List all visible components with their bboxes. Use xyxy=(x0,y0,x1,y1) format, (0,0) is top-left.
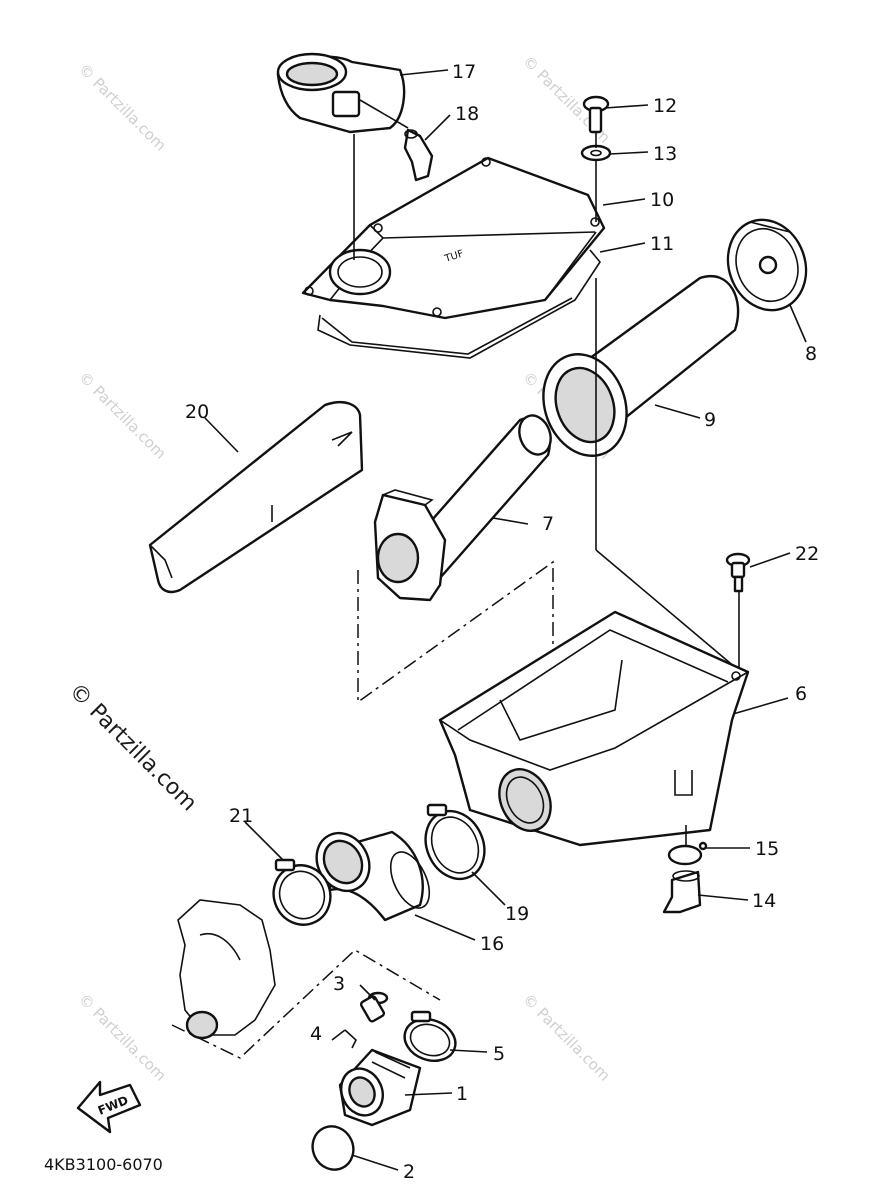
intake-duct xyxy=(276,52,409,134)
air-box-seal xyxy=(317,249,601,359)
callout-12: 12 xyxy=(653,95,677,117)
callout-9: 9 xyxy=(704,409,716,431)
drain-hose xyxy=(662,870,702,914)
callout-20: 20 xyxy=(185,401,209,423)
callout-7: 7 xyxy=(542,513,554,535)
screw xyxy=(582,95,610,134)
leader-lines xyxy=(204,69,807,1171)
callout-10: 10 xyxy=(650,189,674,211)
callout-13: 13 xyxy=(653,143,677,165)
callout-11: 11 xyxy=(650,233,674,255)
air-box-cover: TUF xyxy=(301,156,606,320)
drain-clip xyxy=(667,841,708,866)
hose-clamp xyxy=(272,858,332,926)
watermark: © Partzilla.com xyxy=(75,60,170,155)
callout-21: 21 xyxy=(229,805,253,827)
washer xyxy=(580,144,612,162)
o-ring xyxy=(311,1125,355,1171)
filter-end-cap xyxy=(726,218,808,312)
callout-1: 1 xyxy=(456,1083,468,1105)
callout-8: 8 xyxy=(805,343,817,365)
hose-clamp xyxy=(424,803,486,881)
watermark-large: © Partzilla.com xyxy=(64,679,202,817)
callout-5: 5 xyxy=(493,1043,505,1065)
callout-3: 3 xyxy=(333,973,345,995)
callout-6: 6 xyxy=(795,683,807,705)
joint-clip xyxy=(344,1029,357,1049)
carburetor-joint xyxy=(338,1048,422,1127)
air-box-case xyxy=(438,610,750,847)
callout-numbers: 1 2 3 4 5 6 7 8 9 10 11 12 13 14 15 16 1… xyxy=(185,61,819,1183)
callout-15: 15 xyxy=(755,838,779,860)
fwd-arrow: FWD xyxy=(76,1080,142,1134)
filter-guide xyxy=(373,414,552,602)
hose-clamp xyxy=(403,1010,457,1062)
joint-screw xyxy=(359,991,389,1023)
breather-hose xyxy=(403,128,434,182)
callout-17: 17 xyxy=(452,61,476,83)
callout-16: 16 xyxy=(480,933,504,955)
carburetor-outline xyxy=(171,899,441,1059)
air-box-plate xyxy=(148,401,364,594)
callout-19: 19 xyxy=(505,903,529,925)
bolt xyxy=(725,552,751,593)
callout-22: 22 xyxy=(795,543,819,565)
air-filter-element xyxy=(542,275,740,457)
watermark: © Partzilla.com xyxy=(75,368,170,463)
watermark: © Partzilla.com xyxy=(75,990,170,1085)
diagram-code: 4KB3100-6070 xyxy=(44,1155,163,1174)
callout-18: 18 xyxy=(455,103,479,125)
callout-14: 14 xyxy=(752,890,776,912)
callout-4: 4 xyxy=(310,1023,322,1045)
watermark: © Partzilla.com xyxy=(519,990,614,1085)
callout-2: 2 xyxy=(403,1161,415,1183)
